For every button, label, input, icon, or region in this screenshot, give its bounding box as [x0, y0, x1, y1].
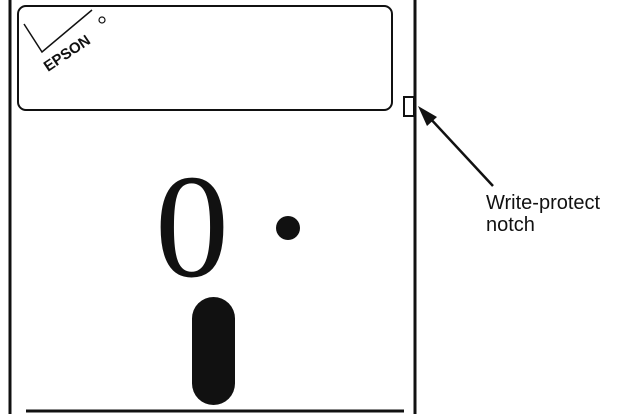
label-box: [17, 5, 393, 111]
label-area: EPSON: [17, 5, 393, 111]
callout-line-1: Write-protect: [486, 192, 601, 214]
disk-jacket: [8, 0, 417, 414]
write-protect-notch: [403, 96, 415, 117]
head-access-slot: [192, 297, 235, 405]
registered-mark-icon: [98, 16, 106, 24]
brand-logo-text: EPSON: [41, 32, 94, 75]
logo-mark: [23, 9, 93, 54]
arrow-head-icon: [418, 106, 437, 126]
callout-arrow-line: [427, 115, 494, 187]
callout-arrow: [418, 106, 494, 187]
index-hole: [276, 216, 300, 240]
hub-hole: 0: [155, 145, 229, 309]
callout-label: Write-protect notch: [486, 192, 600, 236]
callout-line-2: notch: [486, 214, 535, 236]
